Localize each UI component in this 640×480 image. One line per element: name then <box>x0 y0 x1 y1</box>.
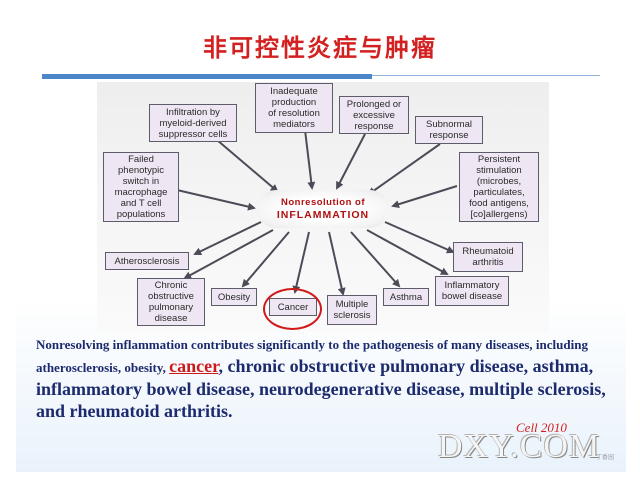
arrow-disease-8 <box>384 221 455 254</box>
disease-copd: Chronic obstructive pulmonary disease <box>137 278 205 326</box>
arrow-disease-4 <box>292 231 310 294</box>
arrow-cause-2 <box>304 129 316 190</box>
arrow-cause-6 <box>391 185 458 209</box>
arrow-cause-3 <box>336 133 366 190</box>
summary-part-2: , chronic obstructive pulmonary disease,… <box>36 356 606 421</box>
title-thin-rule <box>372 75 600 76</box>
arrow-disease-1 <box>193 221 262 255</box>
diagram-arrows <box>176 129 458 296</box>
cause-myeloid-suppressor-cells: Infiltration by myeloid-derived suppress… <box>149 104 237 142</box>
watermark-logo: DXY.COM <box>438 428 601 465</box>
arrow-cause-5 <box>176 189 256 211</box>
arrow-cause-1 <box>216 139 279 193</box>
arrow-disease-2 <box>183 229 274 279</box>
cause-prolonged-response: Prolonged or excessive response <box>339 96 409 134</box>
summary-paragraph: Nonresolving inflammation contributes si… <box>36 334 616 422</box>
slide-title: 非可控性炎症与肿瘤 <box>203 34 437 62</box>
disease-rheumatoid-arthritis: Rheumatoid arthritis <box>453 242 523 272</box>
cause-inadequate-resolution-mediators: Inadequate production of resolution medi… <box>255 83 333 133</box>
cause-persistent-stimulation: Persistent stimulation (microbes, partic… <box>459 152 539 222</box>
cancer-highlight-ring <box>263 288 322 330</box>
citation-label: Cell 2010 <box>516 420 567 435</box>
center-line-1: Nonresolution of <box>281 197 365 208</box>
disease-obesity: Obesity <box>211 288 257 306</box>
watermark-sub-logo: 丁香园 <box>596 455 615 461</box>
center-node-nonresolution: Nonresolution of INFLAMMATION <box>257 190 389 228</box>
disease-multiple-sclerosis: Multiple sclerosis <box>327 295 377 325</box>
arrow-disease-7 <box>366 229 449 275</box>
title-accent-rule <box>42 74 372 79</box>
disease-inflammatory-bowel-disease: Inflammatory bowel disease <box>435 276 509 306</box>
arrow-disease-6 <box>350 231 401 288</box>
inflammation-diagram: Infiltration by myeloid-derived suppress… <box>97 82 549 332</box>
cause-subnormal-response: Subnormal response <box>415 116 483 144</box>
arrow-cause-4 <box>367 143 441 196</box>
disease-asthma: Asthma <box>383 288 429 306</box>
summary-highlight-cancer: cancer <box>169 356 219 376</box>
cause-failed-phenotypic-switch: Failed phenotypic switch in macrophage a… <box>103 152 179 222</box>
arrow-disease-5 <box>328 231 346 296</box>
disease-atherosclerosis: Atherosclerosis <box>105 252 189 270</box>
center-line-2: INFLAMMATION <box>276 209 370 221</box>
summary-part-1: Nonresolving inflammation contributes si… <box>36 337 588 375</box>
arrow-disease-3 <box>241 231 290 288</box>
